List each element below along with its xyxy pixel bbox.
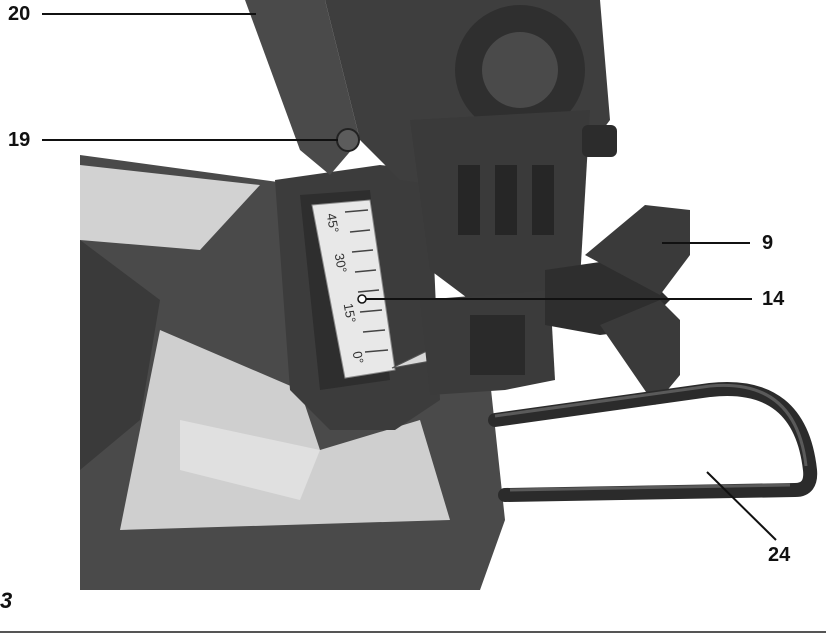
bottom-rule — [0, 631, 826, 633]
callout-19: 19 — [8, 129, 31, 151]
clamp-block — [420, 290, 555, 395]
scale-mark-15: 15° — [341, 302, 359, 324]
scale-mark-30: 30° — [332, 252, 350, 274]
bevel-lock-knob — [545, 205, 690, 405]
figure-number: 3 — [0, 588, 13, 613]
callout-14: 14 — [762, 288, 785, 310]
leader-14-dot — [357, 294, 367, 304]
leader-lines — [42, 13, 777, 541]
carry-handle-highlight — [494, 383, 808, 492]
screw-19 — [336, 128, 360, 152]
callout-20: 20 — [8, 3, 31, 25]
arm-housing — [410, 110, 617, 300]
scale-mark-45: 45° — [324, 212, 342, 234]
carry-handle — [488, 382, 818, 502]
leader-24 — [706, 471, 777, 541]
callout-24: 24 — [768, 544, 791, 566]
callout-9: 9 — [762, 232, 774, 254]
scale-mark-0: 0° — [350, 350, 367, 365]
